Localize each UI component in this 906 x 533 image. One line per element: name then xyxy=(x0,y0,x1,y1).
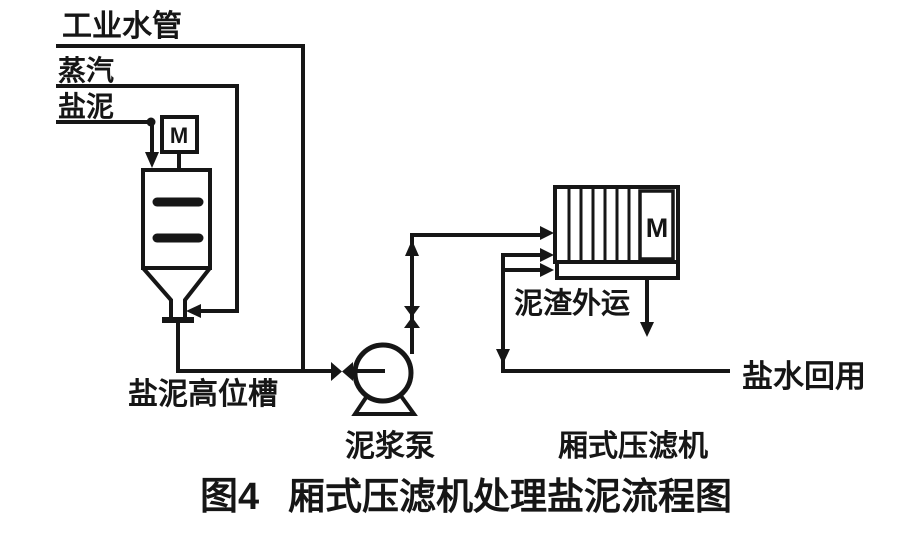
press-motor-box xyxy=(638,189,675,261)
press-lower-stub-arrow-icon xyxy=(540,263,554,277)
pipe-filtrate-to-brine xyxy=(501,253,730,373)
pipe-tank-outlet xyxy=(176,320,334,373)
label-brine-reuse: 盐水回用 xyxy=(742,359,866,394)
salt-mud-inlet-arrow-icon xyxy=(145,152,159,168)
slurry-pump xyxy=(351,342,418,416)
caption-title: 厢式压滤机处理盐泥流程图 xyxy=(288,476,732,517)
caption-figure-number: 图4 xyxy=(200,476,259,518)
salt-mud-corner-joint xyxy=(146,117,156,127)
discharge-valve-icon xyxy=(404,306,420,328)
press-upper-stub-arrow-icon xyxy=(540,248,554,262)
label-salt-mud: 盐泥 xyxy=(58,91,114,122)
suction-valve-icon xyxy=(331,362,353,381)
pipe-salt-mud-feed xyxy=(56,120,154,156)
figure-caption: 图4 厢式压滤机处理盐泥流程图 xyxy=(200,476,732,518)
mixer-motor-label: M xyxy=(170,123,188,148)
press-motor-label: M xyxy=(646,213,669,243)
steam-inlet-arrow-icon xyxy=(186,304,201,318)
tank-cone xyxy=(141,266,212,318)
discharge-up-arrow-icon xyxy=(405,240,419,256)
sludge-down-arrow-icon xyxy=(640,322,654,337)
pipe-industrial-water xyxy=(56,44,305,373)
label-sludge-out: 泥渣外运 xyxy=(514,287,630,320)
label-salt-mud-head-tank: 盐泥高位槽 xyxy=(128,377,278,411)
chamber-filter-press: M xyxy=(553,185,680,280)
press-feed-arrow-icon xyxy=(540,226,554,240)
label-industrial-water: 工业水管 xyxy=(62,10,182,43)
filtrate-down-arrow-icon xyxy=(496,349,510,364)
label-slurry-pump: 泥浆泵 xyxy=(345,429,435,463)
salt-mud-head-tank: M xyxy=(141,115,212,323)
pipe-steam xyxy=(56,84,239,313)
press-tray xyxy=(555,260,680,280)
label-chamber-filter-press: 厢式压滤机 xyxy=(558,430,708,463)
tank-body xyxy=(141,168,212,270)
label-steam: 蒸汽 xyxy=(58,55,114,86)
